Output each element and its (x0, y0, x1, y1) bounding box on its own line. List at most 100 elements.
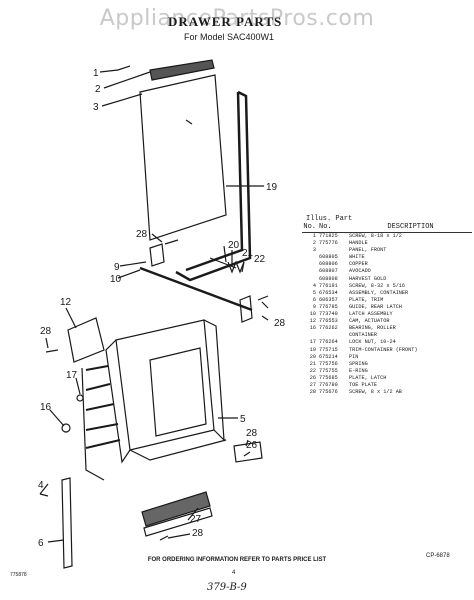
row-description: TOE PLATE (349, 381, 378, 388)
row-illus-no: 1 (312, 233, 316, 239)
row-illus-no: 17 (309, 339, 316, 346)
row-illus-no: 10 (309, 311, 316, 318)
row-description: LOCK NUT, 10-24 (349, 339, 396, 346)
trim-plate-part (61, 477, 73, 569)
row-part-no: 775755 (319, 367, 338, 374)
row-part-no: 776264 (319, 339, 338, 346)
screw-part-1 (117, 65, 131, 71)
callout-16: 16 (40, 402, 52, 413)
row-illus-no: 27 (309, 381, 316, 388)
row-illus-no: 21 (309, 360, 316, 367)
row-description: ASSEMBLY, CONTAINER (349, 289, 409, 296)
row-illus-no: 4 (312, 282, 316, 289)
row-description: SCREW, 8 x 1/2 AB (349, 389, 402, 396)
latch-assembly-part (139, 266, 253, 312)
header-description: DESCRIPTION (387, 223, 434, 231)
row-illus-no: 16 (309, 325, 316, 332)
row-part-no: 608808 (319, 275, 338, 282)
row-illus-no: 3 (312, 247, 316, 254)
handle-part (149, 59, 215, 81)
diagram-code: CP-6878 (426, 553, 450, 559)
row-description: HARVEST GOLD (349, 275, 387, 282)
table-row: 608805 WHITE (302, 254, 472, 261)
row-illus-no: 28 (309, 389, 316, 396)
row-part-no: 608805 (319, 254, 338, 261)
callout-28-a: 28 (136, 229, 148, 240)
cam-actuator-part (67, 317, 105, 363)
row-part-no: 776262 (319, 325, 338, 332)
row-illus-no: 19 (309, 346, 316, 353)
row-description: SCREW, 8-18 x 1/2 (349, 233, 402, 239)
row-illus-no: 22 (309, 367, 316, 374)
table-row: CONTAINER (302, 332, 472, 339)
callout-19: 19 (266, 182, 278, 193)
callout-22: 22 (254, 254, 266, 265)
row-part-no: 776553 (319, 318, 338, 325)
row-description: BEARING, ROLLER (349, 325, 396, 332)
row-illus-no (302, 268, 319, 275)
row-description: SCREW, 8-32 x 5/16 (349, 282, 406, 289)
row-part-no (319, 332, 349, 339)
footer-left-code: 775878 (10, 572, 27, 578)
row-description: PANEL, FRONT (349, 247, 387, 254)
toe-plate-part (141, 491, 211, 527)
row-illus-no (302, 276, 319, 283)
callout-12: 12 (60, 297, 72, 308)
row-description: COPPER (349, 261, 368, 268)
row-part-no: 676534 (319, 289, 338, 296)
row-description: SPRING (349, 360, 368, 367)
row-description: AVOCADO (349, 268, 371, 275)
row-part-no: 776780 (319, 381, 338, 388)
row-illus-no: 26 (309, 374, 316, 381)
row-part-no: 776191 (319, 282, 338, 289)
row-illus-no (302, 261, 319, 268)
row-description: WHITE (349, 254, 365, 261)
callout-1: 1 (93, 68, 99, 79)
callout-9: 9 (114, 262, 120, 273)
callout-17: 17 (66, 370, 78, 381)
trim-container-part (175, 90, 252, 282)
front-panel-part (139, 74, 227, 241)
table-row: 608808 HARVEST GOLD (302, 276, 472, 283)
watermark: AppliancePartsPros.com (99, 6, 375, 31)
callout-27: 27 (190, 514, 202, 525)
row-description: HANDLE (349, 240, 368, 247)
callout-28-b: 28 (274, 318, 286, 329)
row-part-no: 775715 (319, 346, 338, 353)
container-part (115, 319, 215, 451)
page-number: 4 (232, 570, 236, 576)
callout-10: 10 (110, 274, 122, 285)
row-description: PIN (349, 353, 359, 360)
callout-4: 4 (38, 480, 44, 491)
parts-table-header-top: Illus. Part (306, 215, 353, 223)
row-description: PLATE, TRIM (349, 296, 384, 303)
callout-28-e: 28 (192, 528, 204, 539)
handwritten-note: 379-B-9 (207, 582, 247, 593)
row-part-no: 606357 (319, 296, 338, 303)
header-illus-no: No. (303, 223, 316, 231)
row-description: CAM, ACTUATOR (349, 318, 390, 325)
ordering-note: FOR ORDERING INFORMATION REFER TO PARTS … (147, 557, 327, 563)
row-part-no: 775756 (319, 360, 338, 367)
header-part-no: No. (319, 223, 332, 231)
row-description: LATCH ASSEMBLY (349, 311, 393, 318)
row-part-no: 776785 (319, 303, 338, 310)
row-part-no: 775676 (319, 389, 338, 396)
callout-26: 26 (246, 440, 258, 451)
